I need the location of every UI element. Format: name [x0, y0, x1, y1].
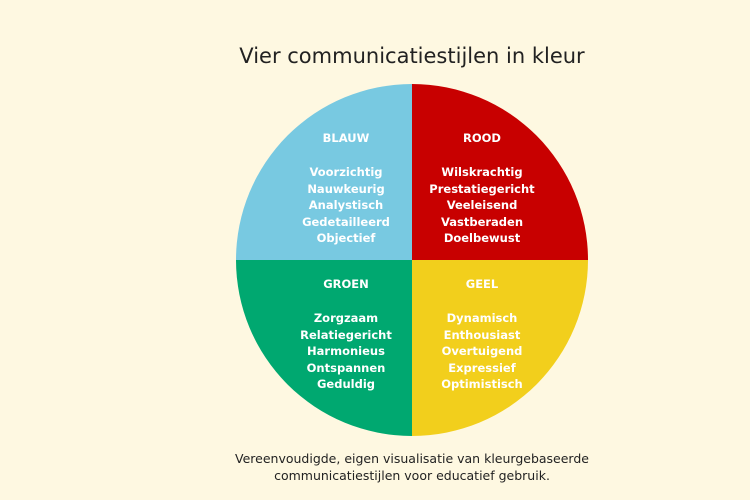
trait: Doelbewust — [443, 231, 521, 245]
quadrant-heading: BLAUW — [322, 131, 370, 145]
quadrant-geel — [412, 260, 588, 436]
quadrant-groen-text: GROEN Zorgzaam Relatiegericht Harmonieus… — [266, 276, 426, 393]
quadrant-heading: ROOD — [463, 131, 501, 145]
trait: Wilskrachtig — [441, 165, 523, 179]
trait: Harmonieus — [307, 344, 385, 358]
trait: Geduldig — [316, 377, 375, 391]
trait: Enthousiast — [443, 327, 521, 342]
trait: Analystisch — [308, 198, 384, 212]
trait: Gedetailleerd — [302, 214, 390, 229]
quadrant-rood — [412, 84, 588, 260]
caption-line: Vereenvoudigde, eigen visualisatie van k… — [235, 451, 589, 466]
quadrant-heading: GEEL — [465, 277, 499, 291]
trait: Prestatiegericht — [429, 181, 535, 196]
trait: Relatiegericht — [300, 327, 392, 342]
trait: Voorzichtig — [309, 165, 383, 179]
quadrant-rood-text: ROOD Wilskrachtig Prestatiegericht Veele… — [402, 130, 562, 247]
trait: Dynamisch — [446, 311, 518, 325]
trait: Optimistisch — [441, 377, 523, 391]
caption: Vereenvoudigde, eigen visualisatie van k… — [232, 450, 592, 484]
trait: Expressief — [448, 360, 516, 375]
trait: Zorgzaam — [313, 311, 379, 325]
trait: Objectief — [316, 231, 376, 245]
quadrant-blauw-text: BLAUW Voorzichtig Nauwkeurig Analystisch… — [266, 130, 426, 247]
trait: Vastberaden — [440, 214, 524, 229]
quadrant-geel-text: GEEL Dynamisch Enthousiast Overtuigend E… — [402, 276, 562, 393]
trait: Overtuigend — [441, 344, 523, 358]
trait: Veeleisend — [446, 198, 518, 212]
diagram-title: Vier communicatiestijlen in kleur — [239, 44, 585, 68]
trait: Ontspannen — [306, 360, 386, 375]
quadrant-blauw — [236, 84, 412, 260]
caption-line: communicatiestijlen voor educatief gebru… — [274, 468, 550, 483]
trait: Nauwkeurig — [307, 181, 385, 196]
quadrant-groen — [236, 260, 412, 436]
quadrant-heading: GROEN — [323, 277, 369, 291]
